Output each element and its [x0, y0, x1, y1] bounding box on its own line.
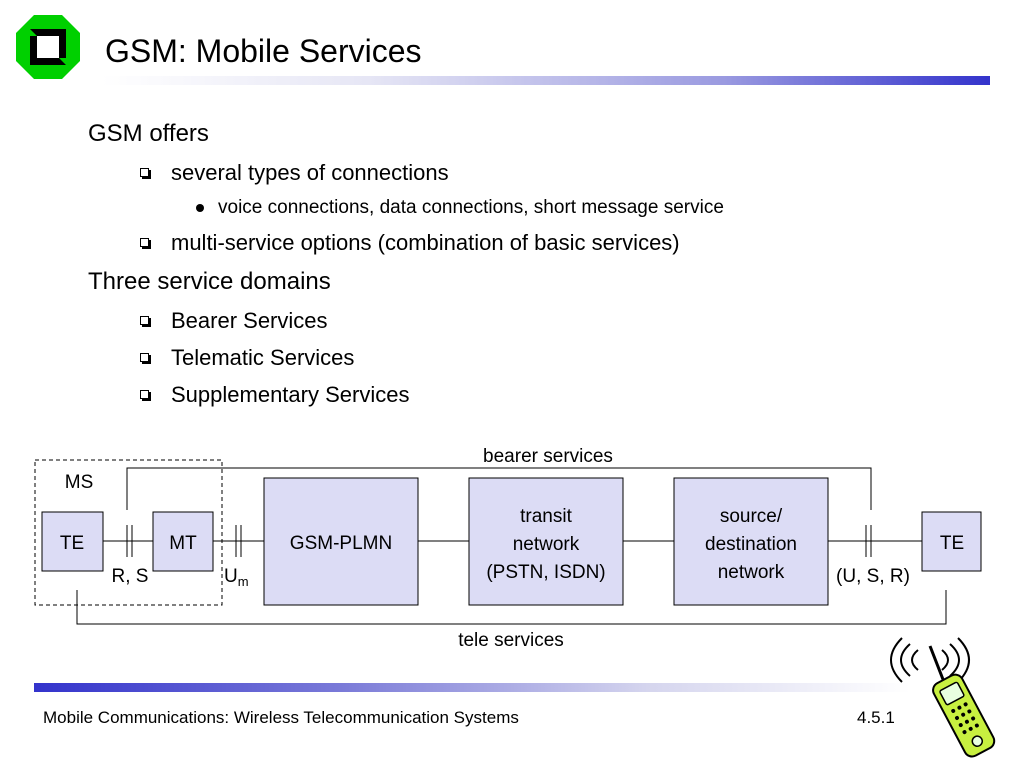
square-bullet-icon [140, 390, 149, 399]
bullet-connection-types: several types of connections [171, 160, 449, 185]
usr-interface-label: (U, S, R) [836, 566, 910, 587]
te-right-box [921, 511, 982, 572]
transit-label-line3: (PSTN, ISDN) [486, 562, 605, 583]
square-bullet-icon [140, 316, 149, 325]
footer-bar [34, 683, 910, 692]
bullet-three-domains: Three service domains [88, 268, 331, 295]
bullet-bearer-services: Bearer Services [171, 308, 328, 333]
bullet-telematic-services: Telematic Services [171, 345, 355, 370]
bullet-gsm-offers: GSM offers [88, 120, 209, 147]
source-label-line2: destination [705, 534, 797, 555]
round-bullet-icon [196, 204, 204, 212]
te-left-label: TE [60, 533, 84, 554]
ms-label: MS [65, 472, 94, 493]
title-underline-bar [102, 76, 990, 85]
square-bullet-icon [140, 238, 149, 247]
gsm-plmn-label: GSM-PLMN [290, 533, 392, 554]
footer-course-title: Mobile Communications: Wireless Telecomm… [43, 708, 519, 727]
gsm-services-diagram: bearer services tele services MS TE MT G… [34, 446, 982, 651]
um-interface-label: Um [224, 566, 249, 589]
source-label-line3: network [718, 562, 785, 583]
bearer-services-bracket [126, 467, 872, 510]
tele-services-label: tele services [458, 630, 564, 651]
tele-services-bracket [76, 590, 947, 625]
source-destination-box [673, 477, 829, 606]
mt-box [152, 511, 214, 572]
bearer-services-label: bearer services [483, 446, 613, 467]
rs-interface-label: R, S [112, 566, 149, 587]
page-title: GSM: Mobile Services [105, 33, 422, 69]
square-bullet-icon [140, 353, 149, 362]
university-logo-icon [16, 15, 80, 79]
square-bullet-icon [140, 168, 149, 177]
gsm-plmn-box [263, 477, 419, 606]
transit-label-line2: network [513, 534, 580, 555]
footer-page-number: 4.5.1 [857, 708, 895, 727]
transit-network-box [468, 477, 624, 606]
source-label-line1: source/ [720, 506, 783, 527]
mobile-phone-icon [890, 637, 996, 758]
ms-dashed-box [34, 459, 223, 606]
bullet-supplementary-services: Supplementary Services [171, 382, 410, 407]
mt-label: MT [169, 533, 197, 554]
transit-label-line1: transit [520, 506, 572, 527]
te-right-label: TE [940, 533, 964, 554]
bullet-multi-service: multi-service options (combination of ba… [171, 230, 680, 255]
te-left-box [41, 511, 104, 572]
bullet-connection-examples: voice connections, data connections, sho… [218, 197, 724, 218]
